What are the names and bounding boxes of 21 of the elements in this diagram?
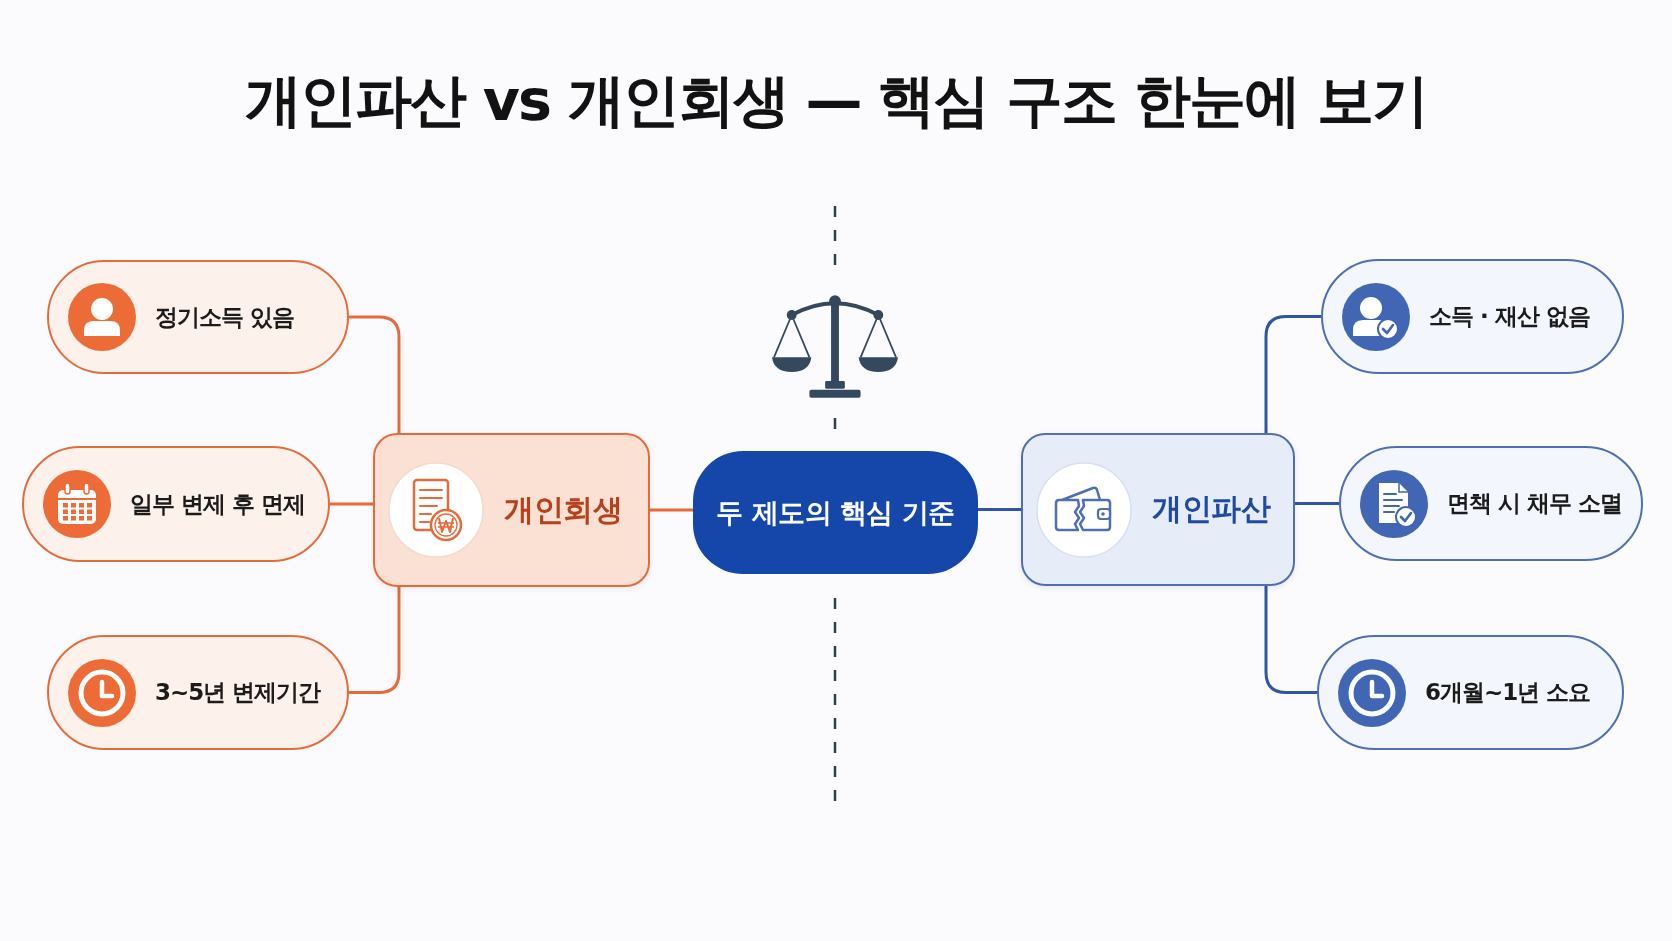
box-label: 면책 시 채무 소멸	[1447, 489, 1623, 518]
connector-line	[1264, 586, 1317, 694]
connector-line	[1295, 502, 1339, 505]
box-label: 개인회생	[504, 490, 622, 529]
connector-line	[349, 587, 401, 694]
connector-line	[1264, 315, 1321, 433]
box-label: 6개월~1년 소요	[1425, 678, 1591, 707]
title: 개인파산 vs 개인회생 — 핵심 구조 한눈에 보기	[245, 68, 1427, 134]
box-label: 일부 변제 후 면제	[130, 489, 306, 519]
connector-line	[330, 502, 373, 506]
pill-box	[693, 451, 978, 574]
connector-line	[978, 508, 1021, 511]
box-label: 소득 · 재산 없음	[1429, 302, 1590, 331]
connector-line	[349, 315, 401, 433]
box-label: 두 제도의 핵심 기준	[716, 495, 955, 530]
rounded-box	[373, 433, 650, 587]
box-label: 개인파산	[1152, 490, 1270, 528]
box-label: 정기소득 있음	[155, 302, 294, 332]
connector-line	[650, 508, 693, 512]
rounded-box	[1021, 433, 1295, 586]
box-label: 3~5년 변제기간	[155, 678, 321, 707]
